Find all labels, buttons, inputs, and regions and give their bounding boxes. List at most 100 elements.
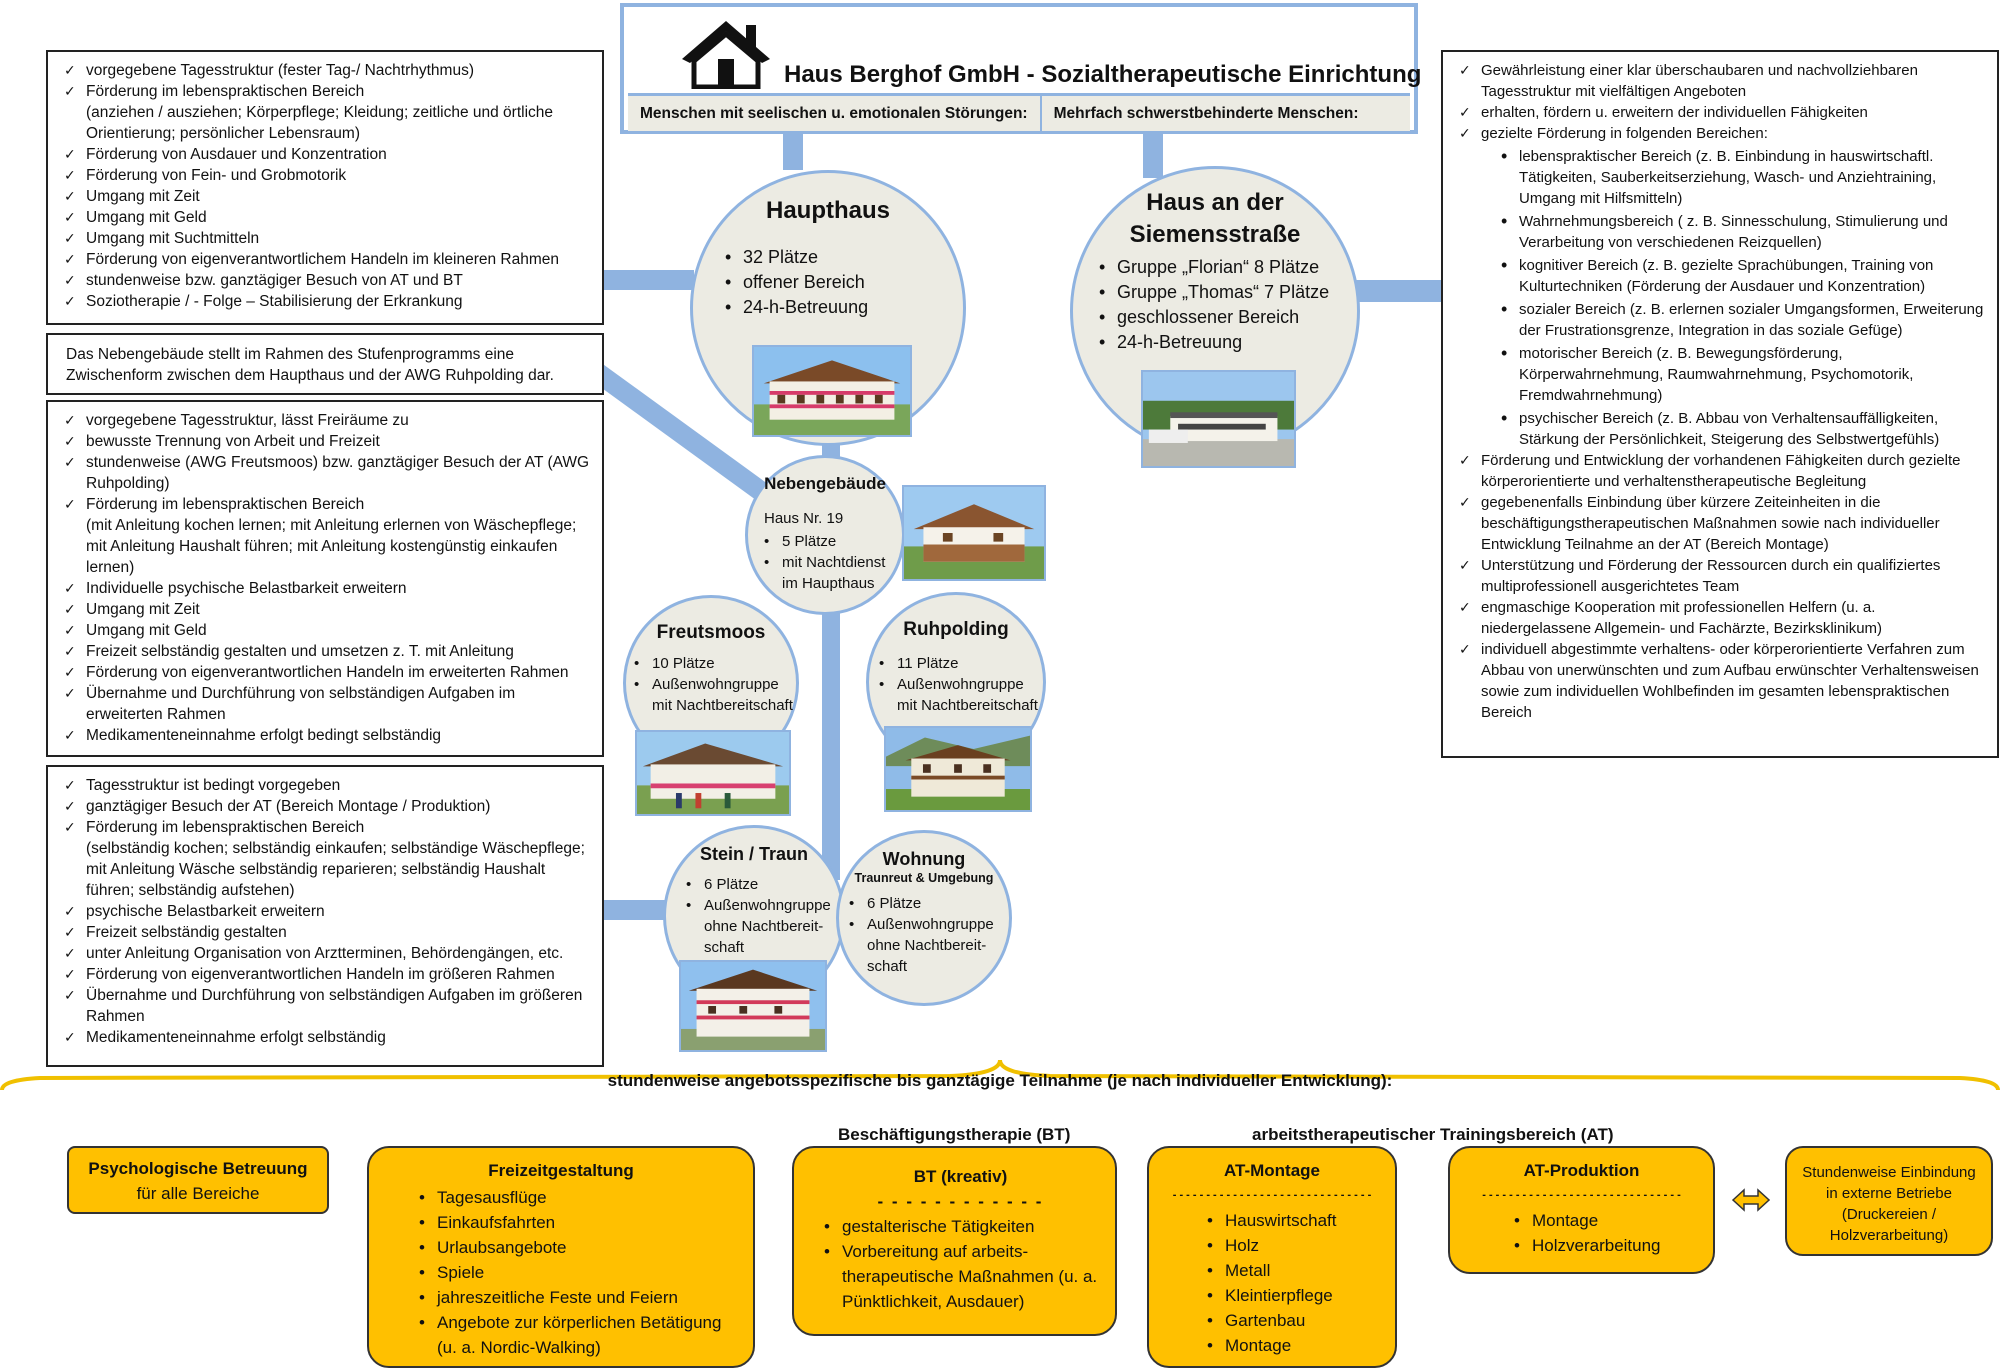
circle-title: Stein / Traun: [699, 844, 809, 864]
list-item: bewusste Trennung von Arbeit und Freizei…: [64, 431, 590, 452]
list-item: Medikamenteneinnahme erfolgt bedingt sel…: [64, 725, 590, 746]
list-item: Holz: [1203, 1233, 1385, 1258]
list-item: 24-h-Betreuung: [1099, 330, 1329, 355]
box-psychologische-betreuung: Psychologische Betreuung für alle Bereic…: [67, 1146, 329, 1214]
list-item: lebenspraktischer Bereich (z. B. Einbind…: [1499, 146, 1985, 209]
list-item: Förderung im lebenspraktischen Bereich(s…: [64, 817, 590, 901]
list-item: 24-h-Betreuung: [725, 295, 868, 320]
photo-freutsmoos: [635, 730, 791, 816]
list-item: psychischer Bereich (z. B. Abbau von Ver…: [1499, 408, 1985, 450]
list-item: sozialer Bereich (z. B. erlernen soziale…: [1499, 299, 1985, 341]
list-item: Außenwohngruppe mit Nachtbereitschaft: [634, 674, 799, 716]
list-item: Förderung im lebenspraktischen Bereich(m…: [64, 494, 590, 578]
list-item: Soziotherapie / - Folge – Stabilisierung…: [64, 291, 590, 312]
circle-wohnung: Wohnung Traunreut & Umgebung 6 Plätze Au…: [836, 830, 1012, 1006]
box-at-produktion: AT-Produktion - - - - - - - - - - - - - …: [1448, 1146, 1715, 1274]
list-item: Montage: [1203, 1333, 1385, 1358]
left-panel-awg: vorgegebene Tagesstruktur, lässt Freiräu…: [46, 400, 604, 757]
note-text: Das Nebengebäude stellt im Rahmen des St…: [66, 346, 554, 384]
list-item: 5 Plätze: [764, 531, 904, 552]
photo-haupthaus: [752, 345, 912, 437]
circle-subtitle: Traunreut & Umgebung: [854, 871, 994, 885]
list-item: 6 Plätze: [849, 893, 1009, 914]
list-item: Vorbereitung auf arbeits-therapeutische …: [820, 1239, 1101, 1314]
list-item: 6 Plätze: [686, 874, 842, 895]
list-item: Freizeit selbständig gestalten und umset…: [64, 641, 590, 662]
left-panel-haupthaus: vorgegebene Tagesstruktur (fester Tag-/ …: [46, 50, 604, 325]
list-item: Freizeit selbständig gestalten: [64, 922, 590, 943]
list-item: Förderung von eigenverantwortlichen Hand…: [64, 964, 590, 985]
list-item: Montage: [1510, 1208, 1703, 1233]
connector-header-left: [783, 134, 803, 170]
bottom-caption: stundenweise angebotsspezifische bis gan…: [607, 1071, 1393, 1090]
list-item: Außenwohngruppe mit Nachtbereitschaft: [879, 674, 1047, 716]
circle-subtitle: Haus Nr. 19: [764, 510, 844, 527]
header-box: Haus Berghof GmbH - Sozialtherapeutische…: [620, 3, 1422, 134]
list-item: Förderung von Fein- und Grobmotorik: [64, 165, 590, 186]
right-panel-siemens: Gewährleistung einer klar überschaubaren…: [1441, 50, 1999, 758]
category-right: Mehrfach schwerstbehinderte Menschen:: [1039, 96, 1410, 131]
list-item: Förderung von eigenverantwortlichem Hand…: [64, 249, 590, 270]
list-item: Gartenbau: [1203, 1308, 1385, 1333]
circle-title: Haus an der Siemensstraße: [1129, 189, 1301, 248]
list-item: Umgang mit Geld: [64, 620, 590, 641]
list-item: Umgang mit Suchtmitteln: [64, 228, 590, 249]
circle-title: Nebengebäude: [764, 474, 886, 493]
list-item: geschlossener Bereich: [1099, 305, 1329, 330]
list-item: Urlaubsangebote: [415, 1235, 733, 1260]
label-bt: Beschäftigungstherapie (BT): [838, 1125, 1071, 1144]
list-item: Übernahme und Durchführung von selbständ…: [64, 683, 590, 725]
box-at-montage: AT-Montage - - - - - - - - - - - - - - -…: [1147, 1146, 1397, 1368]
list-item: Außenwohngruppe ohne Nachtbereit-schaft: [849, 914, 1009, 977]
circle-title: Wohnung: [882, 849, 966, 869]
list-item: Gewährleistung einer klar überschaubaren…: [1459, 60, 1985, 102]
list-item: Spiele: [415, 1260, 733, 1285]
left-panel-stein: Tagesstruktur ist bedingt vorgegeben gan…: [46, 765, 604, 1067]
circle-haupthaus: Haupthaus 32 Plätze offener Bereich 24-h…: [690, 170, 966, 446]
photo-nebengebaeude: [902, 485, 1046, 581]
list-item: psychische Belastbarkeit erweitern: [64, 901, 590, 922]
list-item: erhalten, fördern u. erweitern der indiv…: [1459, 102, 1985, 123]
curly-brace: [0, 1059, 2000, 1091]
list-item: Individuelle psychische Belastbarkeit er…: [64, 578, 590, 599]
list-item: vorgegebene Tagesstruktur (fester Tag-/ …: [64, 60, 590, 81]
list-item: gegebenenfalls Einbindung über kürzere Z…: [1459, 492, 1985, 555]
list-item: offener Bereich: [725, 270, 868, 295]
list-item: individuell abgestimmte verhaltens- oder…: [1459, 639, 1985, 723]
list-item: Medikamenteneinnahme erfolgt selbständig: [64, 1027, 590, 1048]
list-item: jahreszeitliche Feste und Feiern: [415, 1285, 733, 1310]
list-item: Förderung im lebenspraktischen Bereich(a…: [64, 81, 590, 144]
list-item: Einkaufsfahrten: [415, 1210, 733, 1235]
page-title: Haus Berghof GmbH - Sozialtherapeutische…: [784, 61, 1422, 88]
photo-stein-traun: [679, 960, 827, 1052]
list-item: Gruppe „Thomas“ 7 Plätze: [1099, 280, 1329, 305]
list-item: kognitiver Bereich (z. B. gezielte Sprac…: [1499, 255, 1985, 297]
list-item: gezielte Förderung in folgenden Bereiche…: [1459, 123, 1985, 144]
list-item: vorgegebene Tagesstruktur, lässt Freiräu…: [64, 410, 590, 431]
list-item: 11 Plätze: [879, 653, 1047, 674]
list-item: Außenwohngruppe ohne Nachtbereit-schaft: [686, 895, 842, 958]
list-item: Holzverarbeitung: [1510, 1233, 1703, 1258]
list-item: mit Nachtdienst im Haupthaus: [764, 552, 904, 594]
list-item: Förderung von eigenverantwortlichen Hand…: [64, 662, 590, 683]
list-item: Wahrnehmungsbereich ( z. B. Sinnesschulu…: [1499, 211, 1985, 253]
list-item: Umgang mit Geld: [64, 207, 590, 228]
category-left: Menschen mit seelischen u. emotionalen S…: [640, 105, 1028, 122]
list-item: Förderung von Ausdauer und Konzentration: [64, 144, 590, 165]
connector-right-panel: [1350, 280, 1442, 302]
circle-title: Freutsmoos: [656, 622, 766, 643]
list-item: Gruppe „Florian“ 8 Plätze: [1099, 255, 1329, 280]
list-item: Angebote zur körperlichen Betätigung (u.…: [415, 1310, 733, 1360]
list-item: gestalterische Tätigkeiten: [820, 1214, 1101, 1239]
list-item: Hauswirtschaft: [1203, 1208, 1385, 1233]
circle-nebengebaeude: Nebengebäude Haus Nr. 19 5 Plätze mit Na…: [745, 455, 905, 615]
circle-title: Haupthaus: [765, 197, 890, 224]
house-logo-icon: [682, 21, 770, 89]
list-item: 32 Plätze: [725, 245, 868, 270]
photo-ruhpolding: [884, 726, 1032, 812]
box-externe-betriebe: Stundenweise Einbindung in externe Betri…: [1785, 1146, 1993, 1256]
connector-left-panel1: [604, 270, 694, 290]
list-item: Übernahme und Durchführung von selbständ…: [64, 985, 590, 1027]
list-item: engmaschige Kooperation mit professionel…: [1459, 597, 1985, 639]
